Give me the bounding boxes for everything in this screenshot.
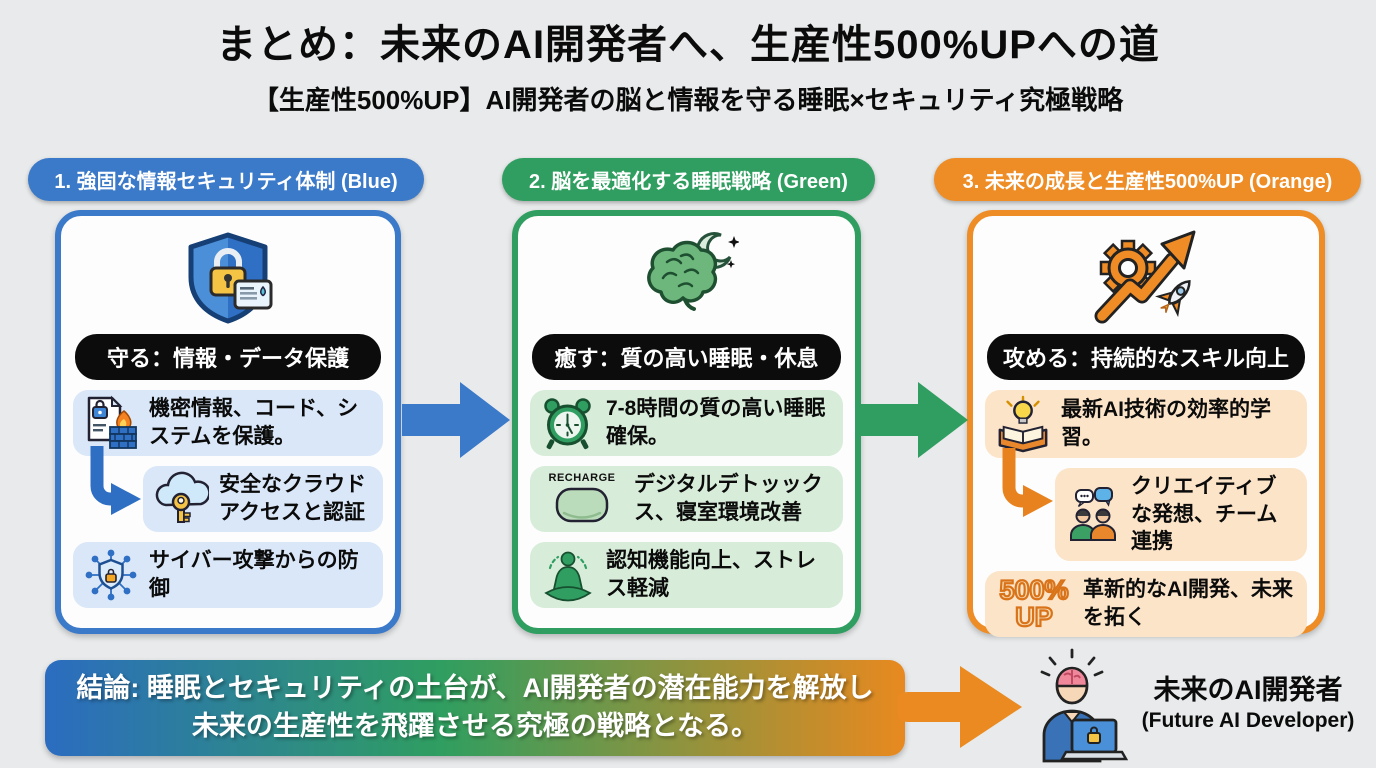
item-text: クリエイティブな発想、チーム連携 [1131,475,1278,554]
list-item-indented: 安全なクラウドアクセスと認証 [73,446,383,532]
list-item: 最新AI技術の効率的学習。 [985,390,1307,458]
flow-arrow-green-icon [860,380,970,460]
column-header-security: 1. 強固な情報セキュリティ体制 (Blue) [28,158,424,201]
item-text: サイバー攻撃からの防御 [149,549,359,600]
future-developer-subtitle: (Future AI Developer) [1141,709,1355,732]
list-item: 機密情報、コード、システムを保護。 [73,390,383,456]
conclusion-banner: 結論: 睡眠とセキュリティの土台が、AI開発者の潜在能力を解放し 未来の生産性を… [45,660,905,756]
meditation-icon [540,547,596,603]
future-developer-label: 未来のAI開発者 (Future AI Developer) [1120,668,1376,733]
item-text: 機密情報、コード、システムを保護。 [149,397,359,448]
conclusion-line1: 結論: 睡眠とセキュリティの土台が、AI開発者の潜在能力を解放し [76,673,874,704]
future-developer-title: 未来のAI開発者 [1153,675,1343,705]
conclusion-line2: 未来の生産性を飛躍させる究極の戦略となる。 [191,711,759,741]
list-item: 安全なクラウドアクセスと認証 [143,466,383,532]
badge-line1: 500% [998,575,1069,606]
item-text: 認知機能向上、ストレス軽減 [606,549,816,600]
down-right-arrow-icon [83,446,147,528]
item-text: 最新AI技術の効率的学習。 [1061,398,1271,449]
list-item: 7-8時間の質の高い睡眠確保。 [530,390,843,456]
item-text: 革新的なAI開発、未来を拓く [1083,578,1293,630]
list-item: RECHARGE デジタルデトッックス、寝室環境改善 [530,466,843,532]
result-arrow-icon [898,662,1024,752]
column-header-growth: 3. 未来の成長と生産性500%UP (Orange) [934,158,1361,201]
flow-arrow-blue-icon [402,380,512,460]
sleep-panel: 癒す：質の高い睡眠・休息 7-8時間の質の高い睡眠確保。 RECHARG [512,210,861,634]
500-percent-up-badge: 500% UP [995,575,1073,633]
item-text: 安全なクラウドアクセスと認証 [219,473,366,524]
security-banner: 守る：情報・データ保護 [75,334,381,380]
team-chat-icon [1065,486,1121,543]
recharge-label: RECHARGE [548,472,616,484]
sleep-banner: 癒す：質の高い睡眠・休息 [532,334,841,380]
list-item: 認知機能向上、ストレス軽減 [530,542,843,608]
brain-moon-icon [530,222,843,334]
down-right-arrow-icon [995,448,1059,530]
locked-document-firewall-icon [83,395,139,451]
developer-brain-laptop-icon [1016,648,1128,763]
lightbulb-book-icon [995,395,1051,453]
badge-line2: UP [1014,602,1054,633]
security-panel: 守る：情報・データ保護 [55,210,401,634]
list-item-indented: クリエイティブな発想、チーム連携 [985,448,1307,562]
network-shield-icon [83,547,139,603]
page-subtitle: 【生産性500%UP】AI開発者の脳と情報を守る睡眠×セキュリティ究極戦略 [252,85,1124,115]
column-header-sleep: 2. 脳を最適化する睡眠戦略 (Green) [502,158,875,201]
cloud-key-icon [153,471,209,527]
growth-panel: 攻める：持続的なスキル向上 最新AI技術の効率的学習。 [967,210,1325,638]
list-item: 500% UP 革新的なAI開発、未来を拓く [985,571,1307,638]
item-text: 7-8時間の質の高い睡眠確保。 [606,397,826,448]
gear-growth-rocket-icon [985,222,1307,334]
page-title: まとめ：未来のAI開発者へ、生産性500%UPへの道 [216,23,1160,67]
list-item: サイバー攻撃からの防御 [73,542,383,608]
pillow-icon: RECHARGE [540,472,624,526]
list-item: クリエイティブな発想、チーム連携 [1055,468,1307,562]
shield-lock-card-icon [73,222,383,334]
item-text: デジタルデトッックス、寝室環境改善 [634,473,823,524]
growth-banner: 攻める：持続的なスキル向上 [987,334,1305,380]
alarm-clock-icon [540,395,596,451]
